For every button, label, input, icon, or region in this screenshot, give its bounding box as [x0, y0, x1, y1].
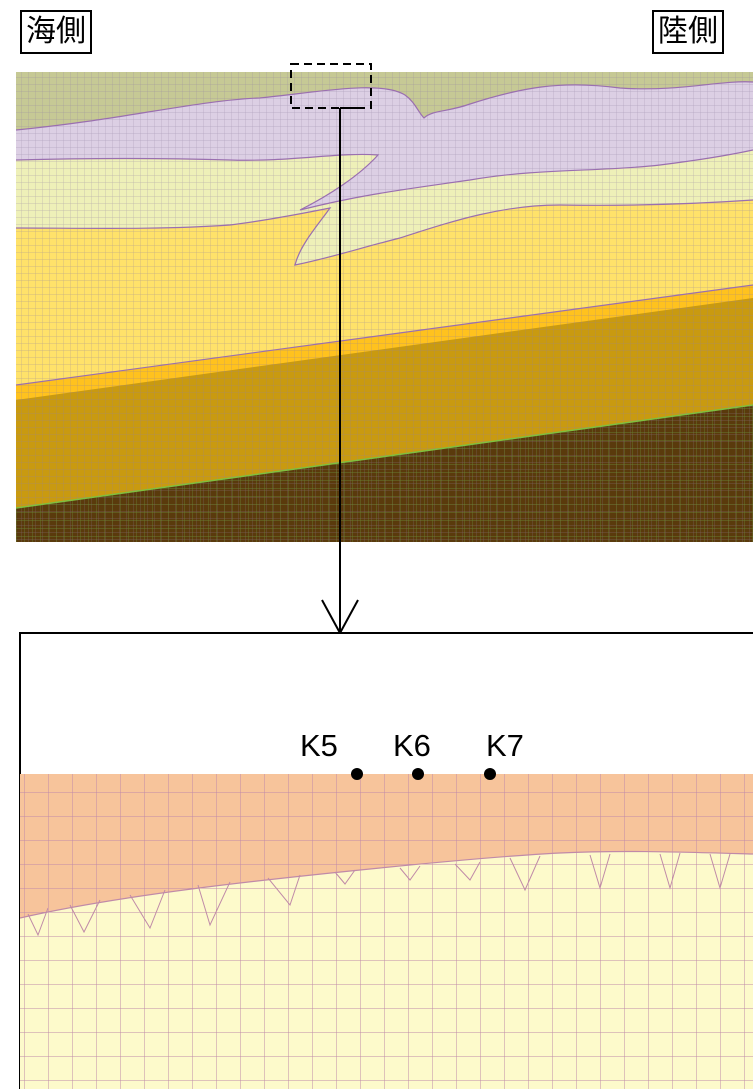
detail-view — [20, 774, 753, 1089]
point-k5-label: K5 — [300, 728, 338, 763]
point-k6-marker — [412, 768, 424, 780]
sea-side-label: 海側 — [20, 10, 92, 54]
point-k5-marker — [351, 768, 363, 780]
cross-section-overview — [16, 72, 753, 542]
zoom-region-box — [290, 63, 372, 109]
land-side-label: 陸側 — [652, 10, 724, 54]
point-k7-marker — [484, 768, 496, 780]
point-k6-label: K6 — [393, 728, 431, 763]
point-k7-label: K7 — [486, 728, 524, 763]
